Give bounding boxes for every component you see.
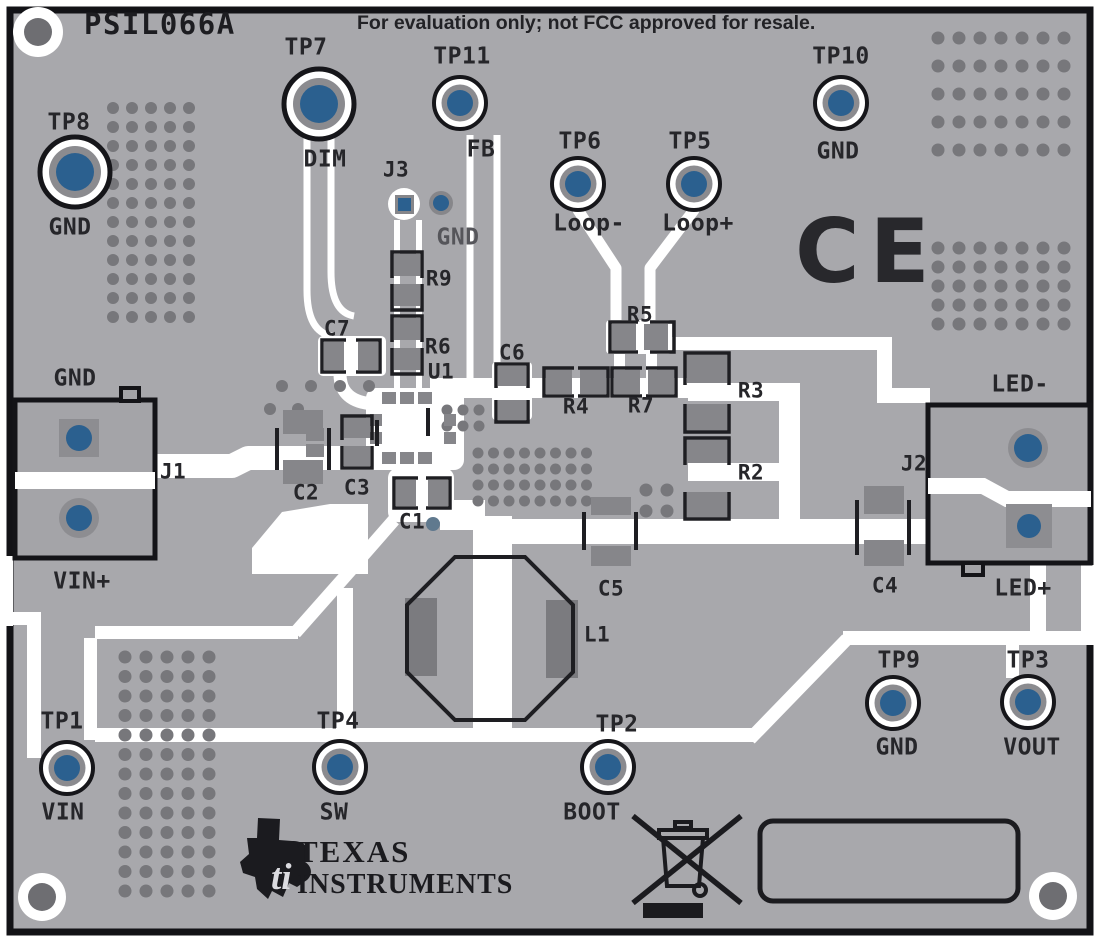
r3-label: R3 [737, 378, 765, 403]
via-array-right-mid [931, 241, 1071, 331]
component-pads [283, 254, 904, 678]
tp5-pad [666, 156, 722, 212]
tp3-net: VOUT [1003, 734, 1061, 761]
blank-label-box [757, 818, 1021, 904]
ti-wordmark-line2: INSTRUMENTS [297, 869, 514, 900]
via-quad-near-r2 [639, 483, 674, 518]
weee-bin-icon [631, 813, 743, 918]
via-row-left-of-u1 [276, 380, 375, 392]
c3-label: C3 [343, 475, 371, 500]
tp4-label: TP4 [316, 708, 360, 735]
j2-pin-top: LED- [991, 371, 1049, 398]
c2-label: C2 [292, 480, 320, 505]
tp2-net: BOOT [563, 799, 621, 826]
thermal-vias-large [472, 447, 592, 507]
c1-label: C1 [398, 509, 426, 534]
c5-label: C5 [597, 576, 625, 601]
tp7-net: DIM [303, 146, 347, 173]
r9-label: R9 [425, 266, 453, 291]
via-array-top-left [107, 102, 195, 323]
tp7-label: TP7 [284, 34, 328, 61]
silkscreen-graphics [275, 250, 911, 722]
ti-logo-letters: ti [271, 857, 292, 898]
l1-inductor-outline [405, 555, 575, 722]
tp10-net: GND [816, 138, 860, 165]
tp4-net: SW [319, 799, 349, 826]
r2-label: R2 [737, 460, 765, 485]
tp2-pad [580, 739, 636, 795]
tp7-pad [281, 66, 357, 142]
tp4-pad [312, 739, 368, 795]
tp9-pad [865, 675, 921, 731]
j3-label: J3 [382, 157, 410, 182]
tp8-net: GND [48, 214, 92, 241]
mounting-holes [13, 7, 1077, 921]
tp11-label: TP11 [433, 43, 491, 70]
via-near-c1 [426, 517, 440, 531]
ti-wordmark-line1: TEXAS [297, 834, 411, 869]
tp1-net: VIN [41, 799, 85, 826]
j1-label: J1 [159, 459, 187, 484]
c6-label: C6 [498, 340, 526, 365]
r4-label: R4 [562, 394, 590, 419]
board-title: PSIL066A [84, 7, 236, 41]
connector-j1 [12, 386, 158, 561]
l1-label: L1 [583, 622, 611, 647]
tp2-label: TP2 [595, 711, 639, 738]
c7-label: C7 [323, 316, 351, 341]
test-points [37, 66, 1056, 796]
u1-label: U1 [427, 359, 455, 384]
j1-pin-top: GND [53, 365, 97, 392]
j2-pin-bottom: LED+ [994, 575, 1052, 602]
tp1-pad [39, 740, 95, 796]
tp11-pad [432, 75, 488, 131]
j3-net: GND [436, 224, 480, 251]
tp5-label: TP5 [668, 128, 712, 155]
tp11-net: FB [466, 136, 496, 163]
tp9-label: TP9 [877, 647, 921, 674]
r7-label: R7 [627, 393, 655, 418]
tp3-pad [1000, 674, 1056, 730]
r6-label: R6 [424, 334, 452, 359]
tp10-pad [813, 75, 869, 131]
tp6-pad [550, 156, 606, 212]
ti-texas-logo-icon [240, 818, 311, 899]
tp3-label: TP3 [1006, 647, 1050, 674]
tp9-net: GND [875, 734, 919, 761]
tp6-label: TP6 [558, 128, 602, 155]
r5-label: R5 [626, 302, 654, 327]
disclaimer-text: For evaluation only; not FCC approved fo… [357, 12, 816, 34]
j2-label: J2 [900, 451, 928, 476]
connector-j3 [388, 188, 453, 220]
tp10-label: TP10 [812, 43, 870, 70]
ce-mark: CE [795, 200, 940, 303]
j1-pin-bottom: VIN+ [53, 568, 111, 595]
tp8-pad [37, 134, 113, 210]
c4-label: C4 [871, 573, 899, 598]
tp6-net: Loop- [553, 210, 625, 237]
via-array-bottom-left [118, 650, 216, 898]
tp1-label: TP1 [40, 708, 84, 735]
connector-j2 [925, 402, 1093, 577]
thermal-vias-small [441, 404, 485, 432]
via-array-top-right [931, 31, 1071, 157]
tp8-label: TP8 [47, 109, 91, 136]
tp5-net: Loop+ [662, 210, 734, 237]
